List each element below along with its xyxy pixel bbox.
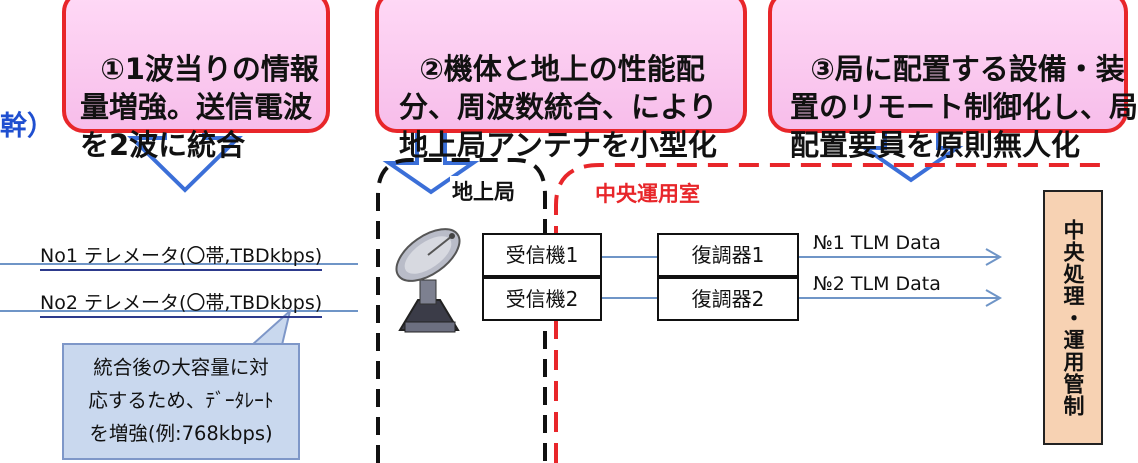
callout-3-text: ③局に配置する設備・装 置のリモート制御化し、局 配置要員を原則無人化 — [790, 52, 1138, 162]
left-fragment-label: 幹） — [0, 111, 54, 142]
demodulator-2: 復調器2 — [657, 277, 799, 321]
central-room-label: 中央運用室 — [595, 182, 700, 206]
demodulator-1: 復調器1 — [657, 233, 799, 277]
callout-1: ①1波当りの情報 量増強。送信電波 を2波に統合 — [62, 0, 330, 162]
callout-2: ②機体と地上の性能配 分、周波数統合、により 地上局アンテナを小型化 — [375, 0, 747, 162]
callout-2-text: ②機体と地上の性能配 分、周波数統合、により 地上局アンテナを小型化 — [399, 52, 718, 162]
receiver-1: 受信機1 — [482, 233, 602, 277]
tlm-output-2: №2 TLM Data — [813, 273, 941, 295]
ground-station-label: 地上局 — [450, 176, 517, 206]
telemetry-label-1: No1 テレメータ(〇帯,TBDkbps) — [40, 241, 323, 271]
telemetry-label-2: No2 テレメータ(〇帯,TBDkbps) — [40, 288, 323, 318]
callout-3: ③局に配置する設備・装 置のリモート制御化し、局 配置要員を原則無人化 — [768, 0, 1138, 162]
central-processing-box: 中央処理・運用管制 — [1043, 190, 1103, 445]
ground-station-region — [376, 158, 547, 463]
central-room-region — [554, 163, 1110, 463]
tlm-output-1: №1 TLM Data — [813, 232, 941, 254]
callout-1-text: ①1波当りの情報 量増強。送信電波 を2波に統合 — [80, 52, 319, 162]
satellite-dish-icon — [395, 228, 461, 333]
data-rate-note: 統合後の大容量に対 応するため、ﾃﾞｰﾀﾚｰﾄ を増強(例:768kbps) — [62, 343, 300, 460]
receiver-2: 受信機2 — [482, 277, 602, 321]
